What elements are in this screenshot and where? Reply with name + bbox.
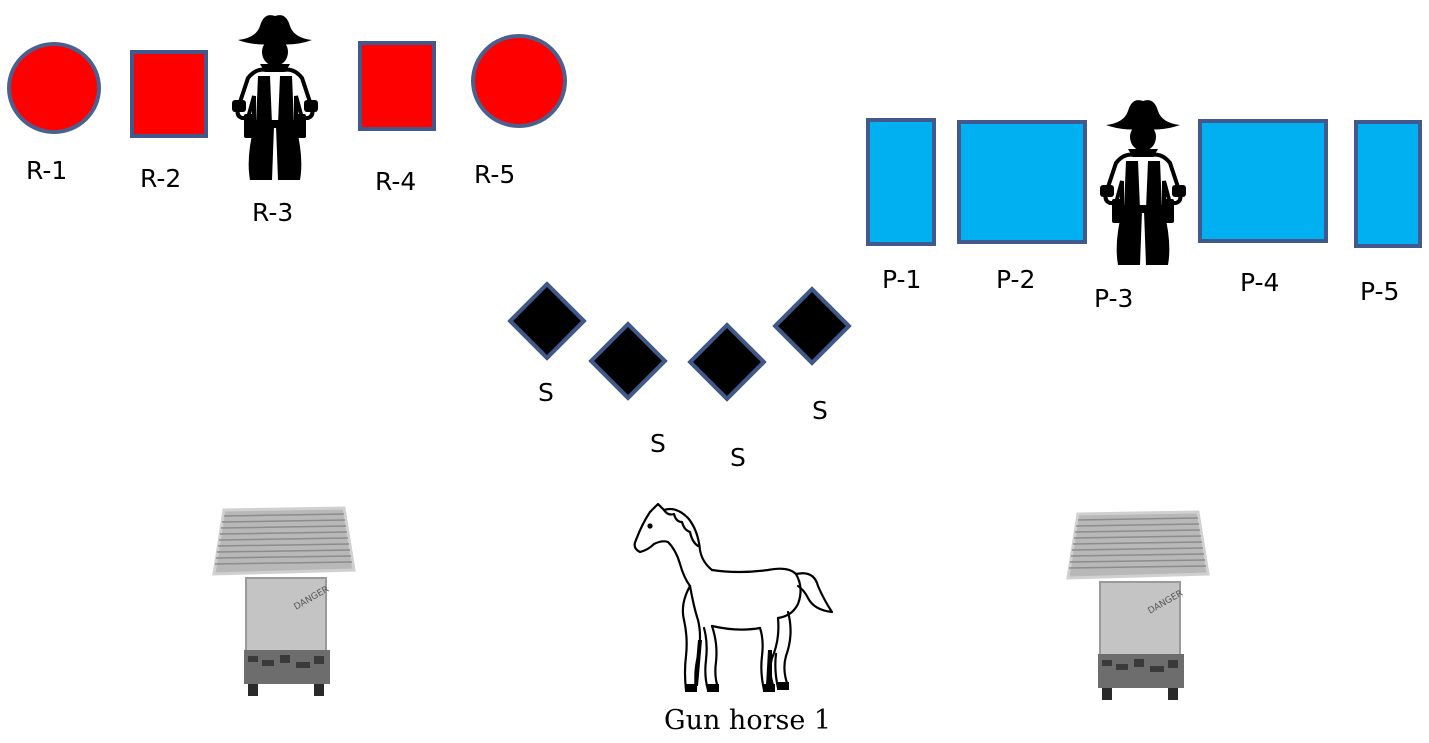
cowboy-icon <box>1100 100 1186 265</box>
label-r2: R-2 <box>140 164 182 193</box>
label-p3: P-3 <box>1094 284 1134 313</box>
red-target-r5 <box>471 34 567 128</box>
cowboy-icon <box>232 15 318 180</box>
steel-target-4 <box>772 286 852 366</box>
label-s4: S <box>812 396 828 425</box>
red-target-r4 <box>358 41 436 131</box>
steel-target-3 <box>687 322 767 402</box>
label-r5: R-5 <box>474 160 516 189</box>
label-s2: S <box>650 429 666 458</box>
horse-caption: Gun horse 1 <box>664 705 832 736</box>
red-target-r1 <box>7 42 101 134</box>
label-p1: P-1 <box>882 265 922 294</box>
label-p2: P-2 <box>996 265 1036 294</box>
label-s3: S <box>730 443 746 472</box>
label-r3: R-3 <box>252 198 294 227</box>
blue-target-p2 <box>957 120 1087 244</box>
blue-target-p1 <box>866 118 936 246</box>
horse-icon <box>633 502 834 692</box>
blue-target-p5 <box>1354 120 1422 248</box>
label-s1: S <box>538 378 554 407</box>
red-target-r2 <box>130 50 208 138</box>
steel-target-1 <box>507 281 587 361</box>
label-r4: R-4 <box>375 167 417 196</box>
label-p5: P-5 <box>1360 277 1400 306</box>
label-p4: P-4 <box>1240 268 1280 297</box>
label-r1: R-1 <box>26 156 68 185</box>
steel-target-2 <box>588 321 668 401</box>
blue-target-p4 <box>1198 119 1328 243</box>
prop-table-icon: DANGER <box>212 506 356 696</box>
prop-table-icon: DANGER <box>1066 510 1210 700</box>
